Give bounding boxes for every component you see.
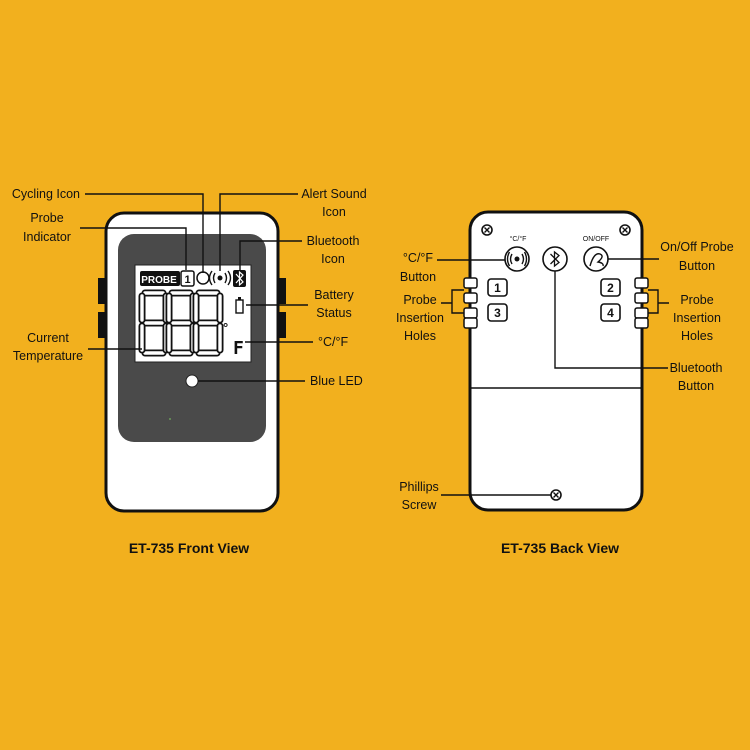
- probe-badge-text: PROBE: [141, 275, 177, 286]
- label-holes-left-3: Holes: [404, 329, 436, 343]
- bluetooth-lcd-icon: [233, 270, 246, 287]
- front-caption: ET-735 Front View: [129, 540, 249, 556]
- label-onoff-1: On/Off Probe: [660, 240, 733, 254]
- alert-sound-icon: [208, 270, 232, 286]
- probe-number-text: 1: [184, 274, 190, 286]
- probe-hole-2-number: 2: [607, 281, 614, 295]
- label-holes-left-1: Probe: [403, 293, 436, 307]
- cf-button[interactable]: [504, 246, 530, 272]
- lcd-unit-f: F: [233, 338, 244, 359]
- label-holes-right-1: Probe: [680, 293, 713, 307]
- label-current-temp-2: Temperature: [13, 349, 83, 363]
- label-cf-button-2: Button: [400, 270, 436, 284]
- bluetooth-icon: [550, 250, 560, 268]
- label-phillips-2: Screw: [402, 498, 438, 512]
- label-holes-right-3: Holes: [681, 329, 713, 343]
- label-phillips-1: Phillips: [399, 480, 439, 494]
- label-probe-indicator-1: Probe: [30, 211, 63, 225]
- probe-hole-3[interactable]: 3: [487, 303, 508, 322]
- label-alert-sound-1: Alert Sound: [301, 187, 366, 201]
- left-clip-top: [98, 278, 108, 304]
- bluetooth-button[interactable]: [542, 246, 568, 272]
- phillips-screw-icon: [550, 489, 562, 501]
- label-blue-led: Blue LED: [310, 374, 363, 388]
- label-cycling-icon: Cycling Icon: [12, 187, 80, 201]
- label-bluetooth-icon-2: Icon: [321, 252, 345, 266]
- back-caption: ET-735 Back View: [501, 540, 619, 556]
- label-unit: °C/°F: [318, 335, 348, 349]
- back-view: °C/°F ON/OFF 1 3 2: [396, 210, 734, 556]
- front-view: PROBE 1 ° F: [12, 187, 367, 556]
- probe-hole-4[interactable]: 4: [600, 303, 621, 322]
- probe-hole-1[interactable]: 1: [487, 278, 508, 297]
- probe-hole-2[interactable]: 2: [600, 278, 621, 297]
- cf-button-label: °C/°F: [510, 235, 527, 243]
- label-onoff-2: Button: [679, 259, 715, 273]
- label-battery-1: Battery: [314, 288, 354, 302]
- label-holes-right-2: Insertion: [673, 311, 721, 325]
- probe-hole-3-number: 3: [494, 306, 501, 320]
- cycling-icon: [196, 271, 210, 285]
- label-bluetooth-button-2: Button: [678, 379, 714, 393]
- probe-number-box: [180, 270, 195, 287]
- screw-top-left-icon: [481, 224, 493, 236]
- front-sensor-dot: [169, 418, 171, 420]
- leader-bluetooth-button: [554, 271, 668, 369]
- label-current-temp-1: Current: [27, 331, 69, 345]
- lcd-degree-mark: °: [223, 320, 228, 335]
- probe-hole-4-number: 4: [607, 306, 614, 320]
- right-side-slots: [634, 277, 649, 329]
- lcd-digit-3: [192, 289, 224, 357]
- battery-icon: [235, 297, 244, 314]
- leader-bluetooth-icon: [239, 240, 302, 270]
- label-alert-sound-2: Icon: [322, 205, 346, 219]
- label-bluetooth-button-1: Bluetooth: [670, 361, 723, 375]
- label-probe-indicator-2: Indicator: [23, 230, 71, 244]
- label-cf-button-1: °C/°F: [403, 251, 433, 265]
- leader-holes-left: [441, 289, 464, 314]
- leader-probe-indicator: [80, 227, 187, 270]
- label-battery-2: Status: [316, 306, 351, 320]
- left-side-slots: [463, 277, 478, 329]
- probe-badge: [140, 271, 180, 286]
- lcd-digits: [138, 289, 224, 357]
- onoff-button-label: ON/OFF: [583, 236, 609, 243]
- back-device-body: [468, 210, 644, 512]
- leader-cycling: [85, 193, 204, 273]
- label-bluetooth-icon-1: Bluetooth: [307, 234, 360, 248]
- onoff-button[interactable]: [583, 246, 609, 272]
- label-holes-left-2: Insertion: [396, 311, 444, 325]
- leader-alert: [219, 193, 298, 271]
- leader-holes-right: [648, 289, 669, 314]
- power-wave-icon: [589, 253, 604, 267]
- screw-top-right-icon: [619, 224, 631, 236]
- probe-hole-1-number: 1: [494, 281, 501, 295]
- right-clip-bottom: [276, 312, 286, 338]
- right-clip-top: [276, 278, 286, 304]
- left-clip-bottom: [98, 312, 108, 338]
- blue-led: [185, 374, 199, 388]
